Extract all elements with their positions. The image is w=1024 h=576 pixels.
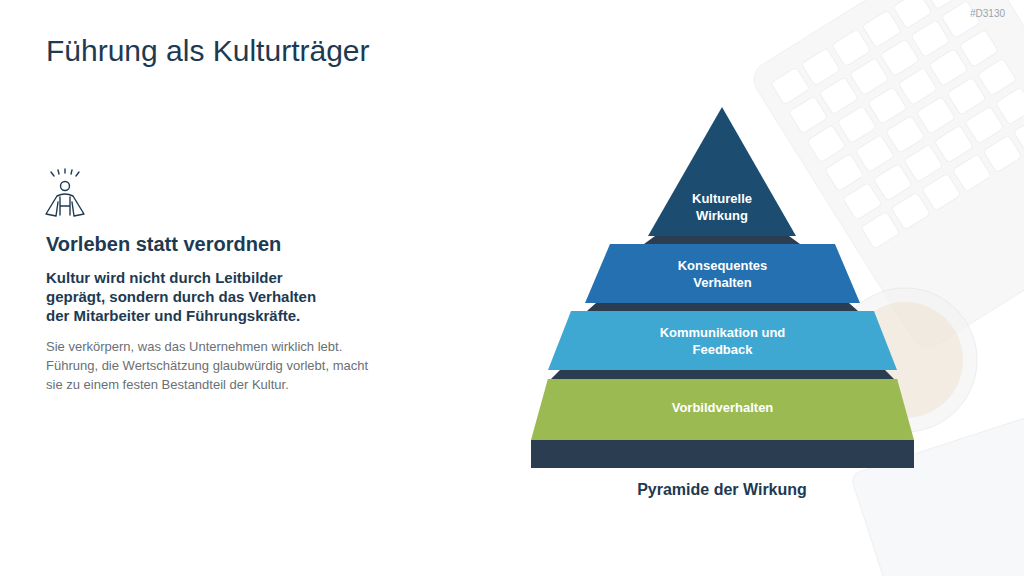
- body-text: Sie verkörpern, was das Unternehmen wirk…: [46, 337, 371, 394]
- icon-rays: [51, 169, 79, 176]
- pyramid-band: Vorbildverhalten: [531, 379, 914, 440]
- band-label: Vorbildverhalten: [672, 399, 774, 416]
- band-label: Kommunikation und Feedback: [648, 324, 798, 358]
- pyramid-top: Kulturelle Wirkung: [648, 107, 796, 236]
- leader-icon: [46, 169, 84, 216]
- band-label: Kulturelle Wirkung: [672, 190, 772, 224]
- band-shape: [548, 311, 897, 370]
- lead-text: Kultur wird nicht durch Leitbilder geprä…: [46, 268, 336, 325]
- band-shape: [585, 244, 860, 303]
- keyboard-keys: [771, 0, 1024, 249]
- band-shadow: [644, 236, 800, 244]
- section-heading: Vorleben statt verordnen: [46, 233, 366, 256]
- band-fill: [548, 311, 897, 370]
- slide-title: Führung als Kulturträger: [46, 34, 370, 68]
- pyramid-band: Konsequentes Verhalten: [585, 244, 860, 303]
- band-fill: [531, 379, 914, 440]
- band-fill: [585, 244, 860, 303]
- slide-id: #D3130: [970, 8, 1005, 19]
- pyramid-shadows: [531, 236, 914, 468]
- band-shadow: [551, 370, 894, 379]
- band-shadow: [587, 303, 858, 311]
- band-fill: [648, 107, 796, 236]
- pyramid-band: Kommunikation und Feedback: [548, 311, 897, 370]
- pyramid-base: [531, 440, 914, 468]
- icon-head: [61, 182, 70, 191]
- icon-cape: [46, 194, 84, 216]
- icon-body: [60, 197, 70, 215]
- pyramid-caption: Pyramide der Wirkung: [582, 481, 862, 499]
- band-label: Konsequentes Verhalten: [668, 257, 778, 291]
